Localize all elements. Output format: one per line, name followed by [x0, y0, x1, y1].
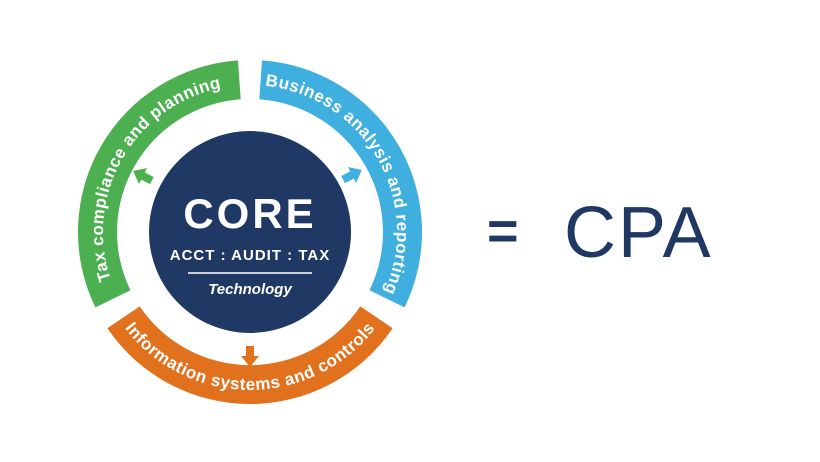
- core-tagline: Technology: [208, 281, 292, 298]
- core-title: CORE: [183, 190, 316, 237]
- segment-business-analysis: [259, 60, 423, 308]
- segment-tax-compliance: [77, 60, 241, 308]
- equals-sign: =: [487, 201, 519, 261]
- arrow-up-right-icon: [341, 166, 362, 184]
- arrow-up-left-icon: [133, 167, 154, 185]
- core-circle: [149, 131, 351, 333]
- core-cycle-diagram: Tax compliance and planning Business ana…: [77, 60, 423, 405]
- arrow-down-icon: [241, 346, 259, 367]
- cpa-text: CPA: [564, 193, 713, 273]
- core-subtitle: ACCT : AUDIT : TAX: [170, 247, 330, 264]
- segment-information-systems: [107, 306, 393, 405]
